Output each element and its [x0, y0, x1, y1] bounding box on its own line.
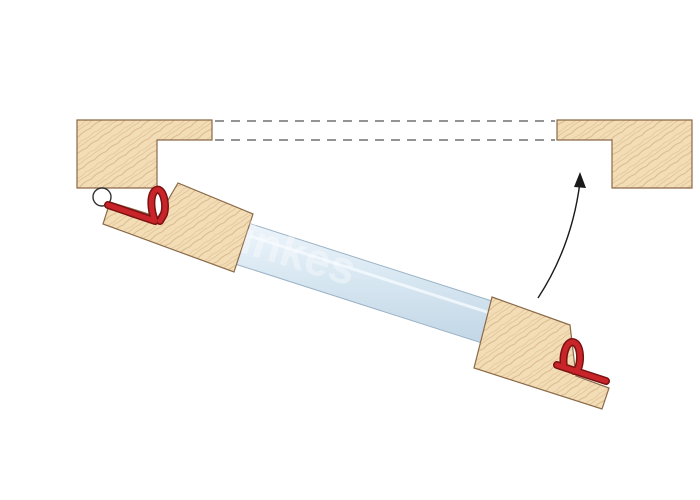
- glass-highlight: [249, 234, 491, 315]
- right-frame-profile: [556, 119, 693, 189]
- closed-position-outline: [215, 120, 555, 141]
- left-sash-profile: [102, 182, 254, 273]
- right-rubber-seal-icon: [553, 338, 610, 385]
- closing-direction-arrow-icon: [537, 172, 586, 299]
- left-rubber-seal-icon: [104, 185, 169, 225]
- right-sash-profile: [473, 296, 610, 410]
- left-frame-profile: [76, 119, 213, 189]
